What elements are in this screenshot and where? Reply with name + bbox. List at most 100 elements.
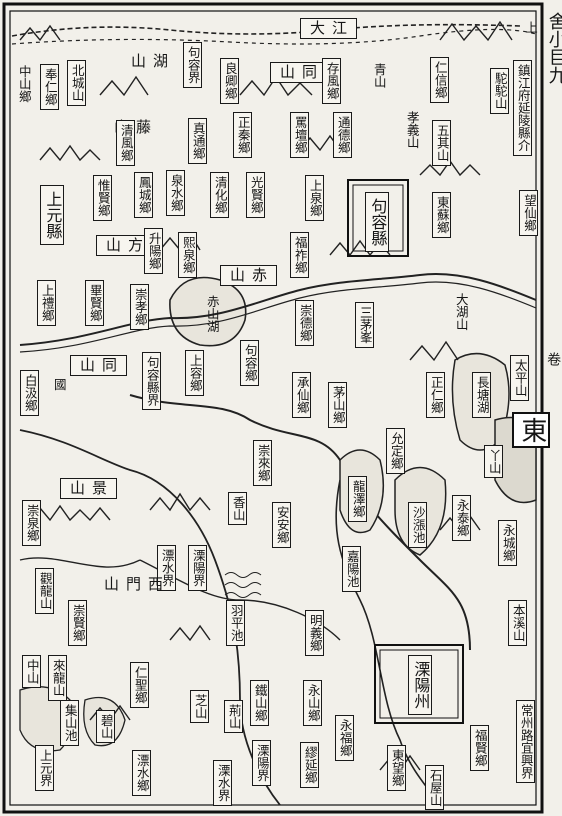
- place-label-quanshui-xiang: 泉水鄉: [166, 170, 185, 216]
- place-label-ximen-shan: 山門西: [104, 575, 171, 593]
- place-label-shaoquan-xiang: 上泉鄉: [305, 175, 324, 221]
- place-label-zhentong-xiang: 真通鄉: [188, 118, 207, 164]
- margin-character-dong: 東: [512, 412, 550, 448]
- river-1b: [19, 281, 537, 353]
- margin-character-juan: 卷: [545, 352, 562, 366]
- place-label-maoshan-xiang: 茅山鄉: [328, 382, 347, 428]
- place-label-changdang-hu: 長塘湖: [472, 372, 491, 418]
- place-label-shiwu-shan: 石屋山: [425, 764, 444, 810]
- place-label-wangxian-xiang: 望仙鄉: [519, 190, 538, 236]
- place-label-zhongshan-xiang-2: 繆延鄉: [300, 742, 319, 788]
- place-label-liyang-shui: 漂水鄉: [132, 750, 151, 796]
- place-label-jurong-jie-1: 句容界: [183, 42, 202, 88]
- place-label-yunding-xiang: 允定鄉: [386, 428, 405, 474]
- city-liyang-wall: [374, 644, 464, 724]
- place-label-shangyuan-xian: 上元縣: [40, 185, 65, 245]
- place-label-qinghua-xiang: 清化鄉: [210, 172, 229, 218]
- place-label-dongwang-xiang: 東望鄉: [387, 745, 406, 791]
- place-label-xiaoyi-shan: 孝義山: [404, 111, 420, 149]
- place-label-tieshan: 鐵山鄉: [250, 680, 269, 726]
- river-top: [11, 23, 521, 37]
- place-label-fuzuo-xiang: 福祚鄉: [290, 232, 309, 278]
- place-label-zhengtai-xiang: 正秦鄉: [233, 112, 252, 158]
- place-label-yongtai-xiang: 永泰鄉: [452, 495, 471, 541]
- place-label-bishan: 碧山: [96, 710, 115, 743]
- place-label-ji-shan-chi: 集山池: [60, 700, 79, 746]
- place-label-liangchou-xiang: 良卿鄉: [220, 58, 239, 104]
- place-label-chongsheng-xiang: 崇泉鄉: [22, 500, 41, 546]
- place-label-jurong-xian-jie: 句容縣界: [142, 352, 161, 410]
- place-label-renxin-xiang: 仁信鄉: [430, 57, 449, 103]
- place-label-dahu-shan: 大湖山: [453, 293, 469, 331]
- place-label-tongde-xiang: 通德鄉: [333, 112, 352, 158]
- place-label-cunfeng-xiang: 存風鄉: [322, 58, 341, 104]
- city-liyang-wall-inner: [379, 649, 459, 719]
- place-label-dongsu-xiang: 東蘇鄉: [432, 192, 451, 238]
- place-label-yuanshan-xiang: 永山鄉: [303, 680, 322, 726]
- waves: [224, 572, 262, 598]
- place-label-liyang-jie-1: 溧陽界: [188, 545, 207, 591]
- place-label-huixian-xiang: 惟賢鄉: [93, 175, 112, 221]
- place-label-lailong-shan: 來龍山: [48, 655, 67, 701]
- place-label-liyang-xiang-3: 永福鄉: [335, 715, 354, 761]
- place-label-jurong-xian: 句容縣: [365, 192, 390, 252]
- place-label-yanyu-xiang: 罵壇鄉: [290, 112, 309, 158]
- river-3: [19, 429, 281, 806]
- place-label-liyang-xiang-2: 本溪山: [508, 600, 527, 646]
- city-jurong-wall: [347, 179, 409, 257]
- place-label-zhongshan-2: 中山: [22, 655, 41, 688]
- place-label-liyang-xiang: 漂水界: [157, 545, 176, 591]
- place-label-xiangshan: 香山: [228, 492, 247, 525]
- place-label-shanyang-chi: 嘉陽池: [342, 546, 361, 592]
- place-label-zhengren-xiang: 正仁鄉: [426, 372, 445, 418]
- place-label-shangyuan-jie-2: 上元界: [35, 745, 54, 791]
- river-top-2: [11, 28, 537, 45]
- place-label-qingfeng-xiang: 清風鄉: [116, 120, 135, 166]
- river-6: [19, 557, 141, 568]
- place-label-dongshan-2: 山同: [70, 355, 128, 376]
- place-label-yashan: 丫山: [484, 445, 503, 478]
- place-label-liyang-jie-2: 溧陽界: [252, 740, 271, 786]
- place-label-chongxian-xiang: 崇賢鄉: [68, 600, 87, 646]
- place-label-jiashan: 溧水界: [213, 760, 232, 806]
- place-label-zhongshan-xiang: 中山鄉: [16, 65, 32, 103]
- place-label-fengren-xiang: 奉仁鄉: [40, 64, 59, 110]
- place-label-shangyuan-jie-1: 上: [523, 21, 538, 34]
- place-label-mingyi-xiang: 明義鄉: [305, 610, 324, 656]
- place-label-an-an-xiang: 安安鄉: [272, 502, 291, 548]
- place-label-guangxian-xiang: 光賢鄉: [246, 172, 265, 218]
- place-label-jinshan: 荊山: [224, 700, 243, 733]
- place-label-shangrong-xiang: 上容鄉: [185, 350, 204, 396]
- place-label-wuqi-shan: 五其山: [432, 120, 451, 166]
- place-label-dongshan-1: 山同: [270, 62, 328, 83]
- place-label-chengxian-xiang: 承仙鄉: [292, 372, 311, 418]
- place-label-shangli-xiang: 上禮鄉: [37, 280, 56, 326]
- place-label-qingshan: 青山: [371, 63, 387, 88]
- place-label-xiquan-xiang: 熙泉鄉: [178, 232, 197, 278]
- place-label-chishan-hu: 赤山湖: [204, 295, 220, 333]
- place-label-changzhou-jie: 常州路宜興界: [516, 700, 535, 783]
- place-label-yongcheng-xiang: 永城鄉: [498, 520, 517, 566]
- place-label-hushan: 山湖: [131, 52, 176, 70]
- place-label-guoshan-1: 國: [51, 378, 67, 391]
- place-label-sanmao-feng: 三茅峯: [355, 302, 374, 348]
- inner-border: [9, 10, 537, 806]
- place-label-dajiang: 大江: [300, 18, 358, 39]
- river-4: [335, 479, 441, 806]
- place-label-chengshan-xiang: 北城山: [67, 60, 86, 106]
- place-label-renshen-xiang: 仁聖鄉: [130, 662, 149, 708]
- margin-edge-text: 舍小巨九: [545, 12, 562, 84]
- place-label-chonglai-xiang: 崇來鄉: [253, 440, 272, 486]
- place-label-mengxian-xiang: 畢賢鄉: [85, 280, 104, 326]
- place-label-baihui-xiang: 白汲鄉: [20, 370, 39, 416]
- place-label-shengyang-xiang: 升陽鄉: [144, 228, 163, 274]
- place-label-yushan-1: 龍澤鄉: [348, 476, 367, 522]
- place-label-fengcheng-xiang: 鳳城鄉: [134, 172, 153, 218]
- place-label-liyang-zhou: 溧陽州: [408, 655, 433, 715]
- place-label-jurong-xiang: 句容鄉: [240, 340, 259, 386]
- place-label-jingshan: 山景: [60, 478, 118, 499]
- place-label-chongdao-xiang: 崇孝鄉: [130, 284, 149, 330]
- place-label-fuxian-xiang: 福賢鄉: [470, 725, 489, 771]
- place-label-taiping-shan: 太平山: [510, 355, 529, 401]
